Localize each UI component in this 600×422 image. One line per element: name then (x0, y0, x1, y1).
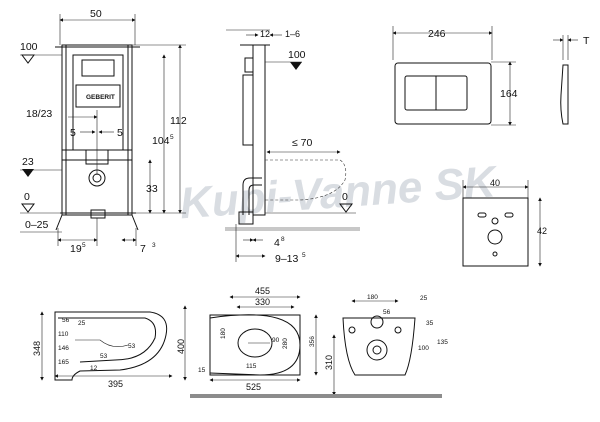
front-dim-18-23: 18/23 (26, 108, 52, 120)
cover-plate-view: 40 42 (462, 178, 547, 267)
front-level-23: 23 (22, 156, 34, 168)
bowl-sub-165: 165 (58, 359, 69, 366)
rear-bolt-25: 25 (420, 295, 428, 302)
rear-height-310: 310 (324, 355, 334, 370)
front-bottom-19-sup: 5 (82, 242, 86, 249)
plate-width-label: 246 (428, 28, 446, 40)
side-level-0: 0 (342, 191, 348, 203)
bowl-sub-110: 110 (58, 331, 69, 338)
bowl-side-view: 348 400 395 53 25 56 110 146 165 53 12 (32, 305, 187, 389)
front-bottom-7-sup: 3 (152, 242, 156, 249)
cover-width-label: 40 (490, 178, 500, 188)
side-dim-1-6: 1–6 (285, 29, 300, 39)
top-inner-330: 330 (255, 297, 270, 307)
side-level-100: 100 (288, 49, 306, 61)
top-side-180: 180 (220, 328, 227, 339)
rear-dim-100: 100 (418, 345, 429, 352)
flush-plate-view: 246 164 T (392, 26, 590, 126)
side-dim-9-13-sup: 5 (302, 252, 306, 259)
bowl-sub-25: 25 (78, 320, 86, 327)
side-dim-4: 4 (274, 237, 280, 249)
rear-dim-135: 135 (437, 339, 448, 346)
rear-inlet-56: 56 (383, 309, 391, 316)
front-dim-5-left: 5 (70, 127, 76, 139)
front-dim-5-right: 5 (117, 127, 123, 139)
front-level-range: 0–25 (25, 219, 49, 231)
bowl-sub-146: 146 (58, 345, 69, 352)
rear-spacing-180: 180 (367, 294, 378, 301)
side-view: 12 1–6 100 ≤ 70 0 4 8 9–13 5 (225, 29, 360, 265)
side-dim-9-13: 9–13 (275, 253, 299, 265)
bowl-top-view: 455 330 90 180 280 115 15 525 356 (198, 286, 318, 392)
front-level-100: 100 (20, 41, 38, 53)
watermark: Kupi-Vanne SK (178, 157, 500, 228)
front-bottom-19: 19 (70, 243, 82, 255)
brand-label: GEBERIT (86, 94, 115, 101)
side-dim-70: ≤ 70 (292, 137, 313, 149)
bowl-sub-12: 12 (90, 365, 98, 372)
top-corner-15: 15 (198, 367, 206, 374)
rear-dim-35: 35 (426, 320, 434, 327)
front-width-label: 50 (90, 8, 102, 20)
front-view: 50 GEBERIT 100 18/23 5 5 23 (20, 8, 187, 255)
cover-height-label: 42 (537, 226, 547, 236)
bowl-sub-56: 56 (62, 317, 70, 324)
front-height-112: 112 (170, 115, 187, 127)
side-dim-12: 12 (260, 29, 270, 39)
side-dim-4-sup: 8 (281, 236, 285, 243)
bowl-height-348: 348 (32, 341, 42, 356)
front-height-33: 33 (146, 183, 158, 195)
bowl-rear-view: 180 25 56 35 100 135 310 (324, 294, 448, 396)
bowl-height-400: 400 (176, 339, 186, 354)
bowl-length-395: 395 (108, 379, 123, 389)
floor-line (190, 394, 442, 398)
top-small-280: 280 (282, 338, 289, 349)
top-dia-90: 90 (272, 337, 280, 344)
bowl-sub-53: 53 (128, 343, 136, 350)
front-bottom-7: 7 (140, 243, 146, 255)
front-level-0: 0 (24, 191, 30, 203)
plate-height-label: 164 (500, 88, 518, 100)
top-offset-115: 115 (246, 363, 257, 370)
front-height-104: 104 (152, 135, 170, 147)
top-outer-455: 455 (255, 286, 270, 296)
bowl-sub-53b: 53 (100, 353, 108, 360)
plate-thickness-label: T (583, 35, 590, 47)
top-depth-356: 356 (309, 336, 316, 347)
front-height-104-sup: 5 (170, 134, 174, 141)
top-length-525: 525 (246, 382, 261, 392)
